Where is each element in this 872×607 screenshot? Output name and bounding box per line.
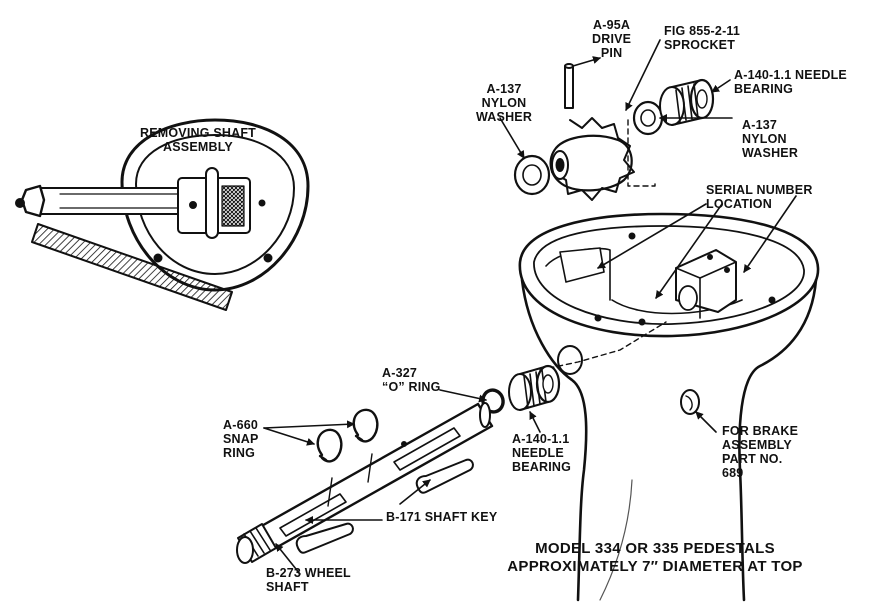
nylon-washer-left xyxy=(513,154,551,196)
label-drive-pin-line1: A-95A xyxy=(593,18,631,32)
caption-line2: APPROXIMATELY 7″ DIAMETER AT TOP xyxy=(507,558,803,575)
pedestal-rim-outer xyxy=(518,212,820,338)
inset-screw-2 xyxy=(263,253,273,263)
label-needle-bearing-bottom-line3: BEARING xyxy=(512,460,572,474)
label-needle-bearing-bottom-line2: NEEDLE xyxy=(512,446,564,460)
label-sprocket-line2: SPROCKET xyxy=(664,38,736,52)
label-brake-line3: PART NO. xyxy=(722,452,783,466)
inset-shaft xyxy=(39,187,179,215)
label-brake: FOR BRAKE ASSEMBLY PART NO. 689 xyxy=(722,424,798,480)
label-drive-pin-line2: DRIVE xyxy=(592,32,632,46)
nylon-washer-right xyxy=(632,100,664,136)
inset-hub-key xyxy=(205,167,219,239)
drive-pin xyxy=(564,63,574,109)
needle-bearing-lower xyxy=(508,364,561,411)
sprocket xyxy=(549,117,635,201)
inset-hub-hole xyxy=(189,201,197,209)
label-nylon-washer-left-line2: NYLON xyxy=(481,96,527,110)
label-brake-line4: 689 xyxy=(722,466,744,480)
label-nylon-washer-right-line2: NYLON xyxy=(742,132,787,146)
label-nylon-washer-right-line3: WASHER xyxy=(742,146,799,160)
label-needle-bearing-bottom-line1: A-140-1.1 xyxy=(512,432,570,446)
label-snap-ring-line3: RING xyxy=(223,446,256,460)
label-wheel-shaft: B-273 WHEEL SHAFT xyxy=(266,566,351,594)
lower-parts xyxy=(236,364,561,564)
inset-title-line1: REMOVING SHAFT xyxy=(140,126,256,140)
label-snap-ring-line2: SNAP xyxy=(223,432,259,446)
label-wheel-shaft-line1: B-273 WHEEL xyxy=(266,566,351,580)
label-needle-bearing-top: A-140-1.1 NEEDLE BEARING xyxy=(734,68,847,96)
inset-title: REMOVING SHAFT ASSEMBLY xyxy=(140,126,256,154)
shaft-centerline xyxy=(539,321,667,371)
label-o-ring-line2: “O” RING xyxy=(382,380,441,394)
pedestal-shaft-hole xyxy=(557,345,583,375)
label-serial-number: SERIAL NUMBER LOCATION xyxy=(706,183,813,211)
label-nylon-washer-left-line1: A-137 xyxy=(486,82,522,96)
label-needle-bearing-bottom: A-140-1.1 NEEDLE BEARING xyxy=(512,432,571,474)
label-brake-line1: FOR BRAKE xyxy=(722,424,799,438)
leader-lines xyxy=(263,39,797,575)
inset-nut xyxy=(20,184,46,218)
pedestal xyxy=(518,119,820,602)
pedestal-rim-inner xyxy=(533,225,805,325)
label-nylon-washer-left-line3: WASHER xyxy=(476,110,533,124)
label-sprocket: FIG 855-2-11 SPROCKET xyxy=(664,24,740,52)
inset-title-line2: ASSEMBLY xyxy=(163,140,233,154)
label-sprocket-line1: FIG 855-2-11 xyxy=(664,24,741,38)
pedestal-body xyxy=(520,278,588,602)
top-parts xyxy=(513,63,715,201)
inset-pry-bar xyxy=(31,223,233,311)
shaft-key-1 xyxy=(295,522,354,554)
snap-ring-1 xyxy=(316,428,343,463)
label-serial-number-line1: SERIAL NUMBER xyxy=(706,183,813,197)
figure-caption: MODEL 334 OR 335 PEDESTALS APPROXIMATELY… xyxy=(470,540,840,576)
label-nylon-washer-left: A-137 NYLON WASHER xyxy=(476,82,532,124)
inset-screw-1 xyxy=(153,253,163,263)
label-o-ring: A-327 “O” RING xyxy=(382,366,441,394)
label-nylon-washer-right: A-137 NYLON WASHER xyxy=(742,118,798,160)
label-shaft-key-line1: B-171 SHAFT KEY xyxy=(386,510,498,524)
label-drive-pin-line3: PIN xyxy=(600,46,623,60)
label-drive-pin: A-95A DRIVE PIN xyxy=(592,18,631,60)
label-o-ring-line1: A-327 xyxy=(382,366,418,380)
label-serial-number-line2: LOCATION xyxy=(706,197,772,211)
label-snap-ring-line1: A-660 xyxy=(223,418,259,432)
label-snap-ring: A-660 SNAP RING xyxy=(223,418,259,460)
label-needle-bearing-top-line2: BEARING xyxy=(734,82,794,96)
label-brake-line2: ASSEMBLY xyxy=(722,438,792,452)
inset-hub-hatch xyxy=(221,185,245,227)
label-wheel-shaft-line2: SHAFT xyxy=(266,580,309,594)
inset-wheel-inner xyxy=(135,134,295,275)
label-needle-bearing-top-line1: A-140-1.1 NEEDLE xyxy=(734,68,847,82)
label-nylon-washer-right-line1: A-137 xyxy=(742,118,778,132)
label-shaft-key: B-171 SHAFT KEY xyxy=(386,510,497,524)
snap-ring-2 xyxy=(352,408,379,443)
inset-removing-shaft xyxy=(15,118,310,311)
inset-screw-4 xyxy=(258,199,266,207)
caption-line1: MODEL 334 OR 335 PEDESTALS xyxy=(535,540,775,557)
